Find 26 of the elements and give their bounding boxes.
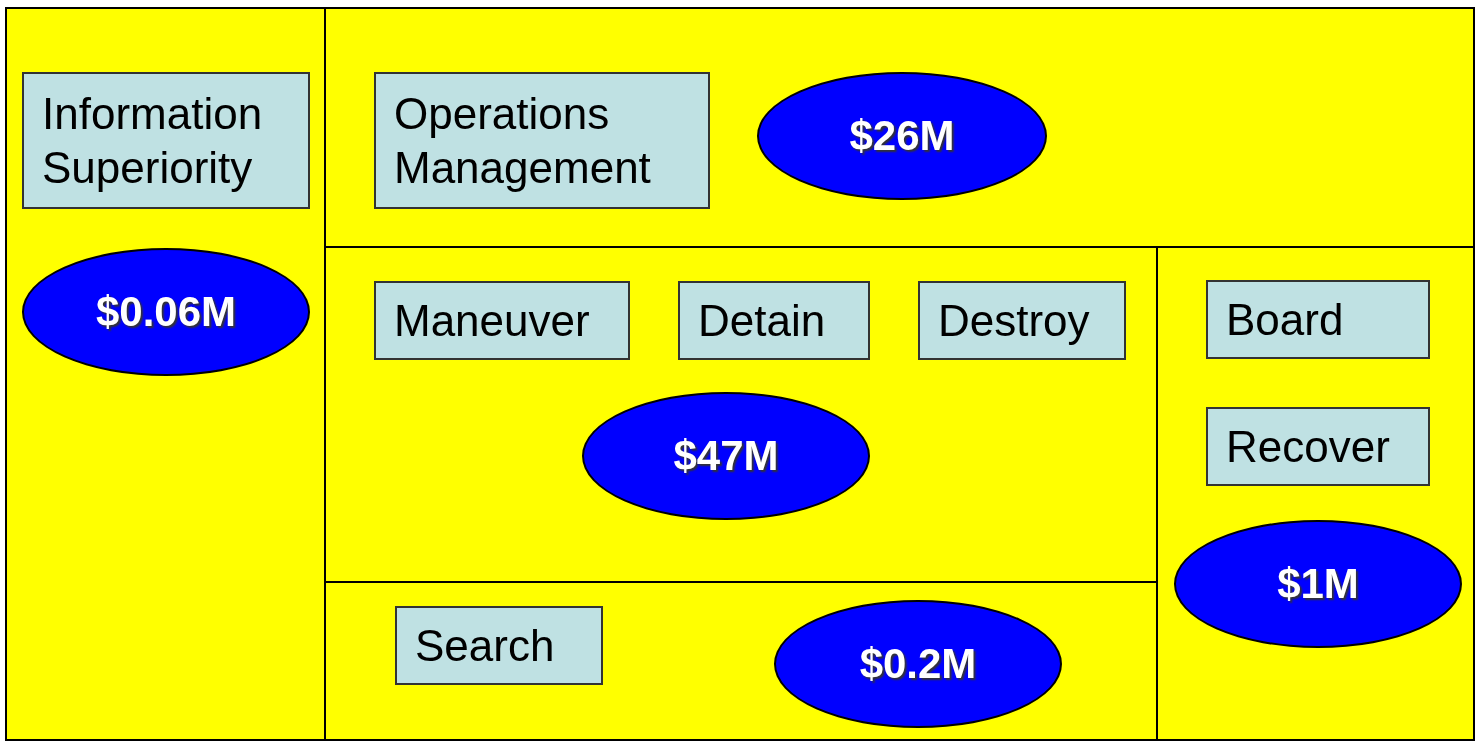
- box-label: Maneuver: [394, 294, 590, 347]
- region-panel: [324, 7, 1475, 248]
- label-box: [1206, 407, 1430, 486]
- cost-value: $0.06M: [95, 288, 237, 336]
- box-label: Detain: [698, 294, 826, 347]
- box-label: Board: [1226, 293, 1344, 346]
- box-label: Search: [415, 619, 555, 672]
- box-label: Recover: [1226, 420, 1390, 473]
- label-box: [374, 281, 630, 360]
- box-label: Information Superiority: [42, 87, 264, 194]
- cost-value: $0.2M: [859, 640, 977, 688]
- label-box: [395, 606, 603, 685]
- label-box: [22, 72, 310, 209]
- region-panel: [1156, 246, 1475, 741]
- label-box: [918, 281, 1126, 360]
- cost-value: $47M: [673, 432, 779, 480]
- region-panel: [324, 246, 1158, 583]
- region-panel: [5, 7, 326, 741]
- label-box: [1206, 280, 1430, 359]
- region-panel: [324, 581, 1158, 741]
- cost-value: $1M: [1277, 560, 1359, 608]
- label-box: [678, 281, 870, 360]
- label-box: [374, 72, 710, 209]
- cost-value: $26M: [849, 112, 955, 160]
- box-label: Operations Management: [394, 87, 652, 194]
- box-label: Destroy: [938, 294, 1090, 347]
